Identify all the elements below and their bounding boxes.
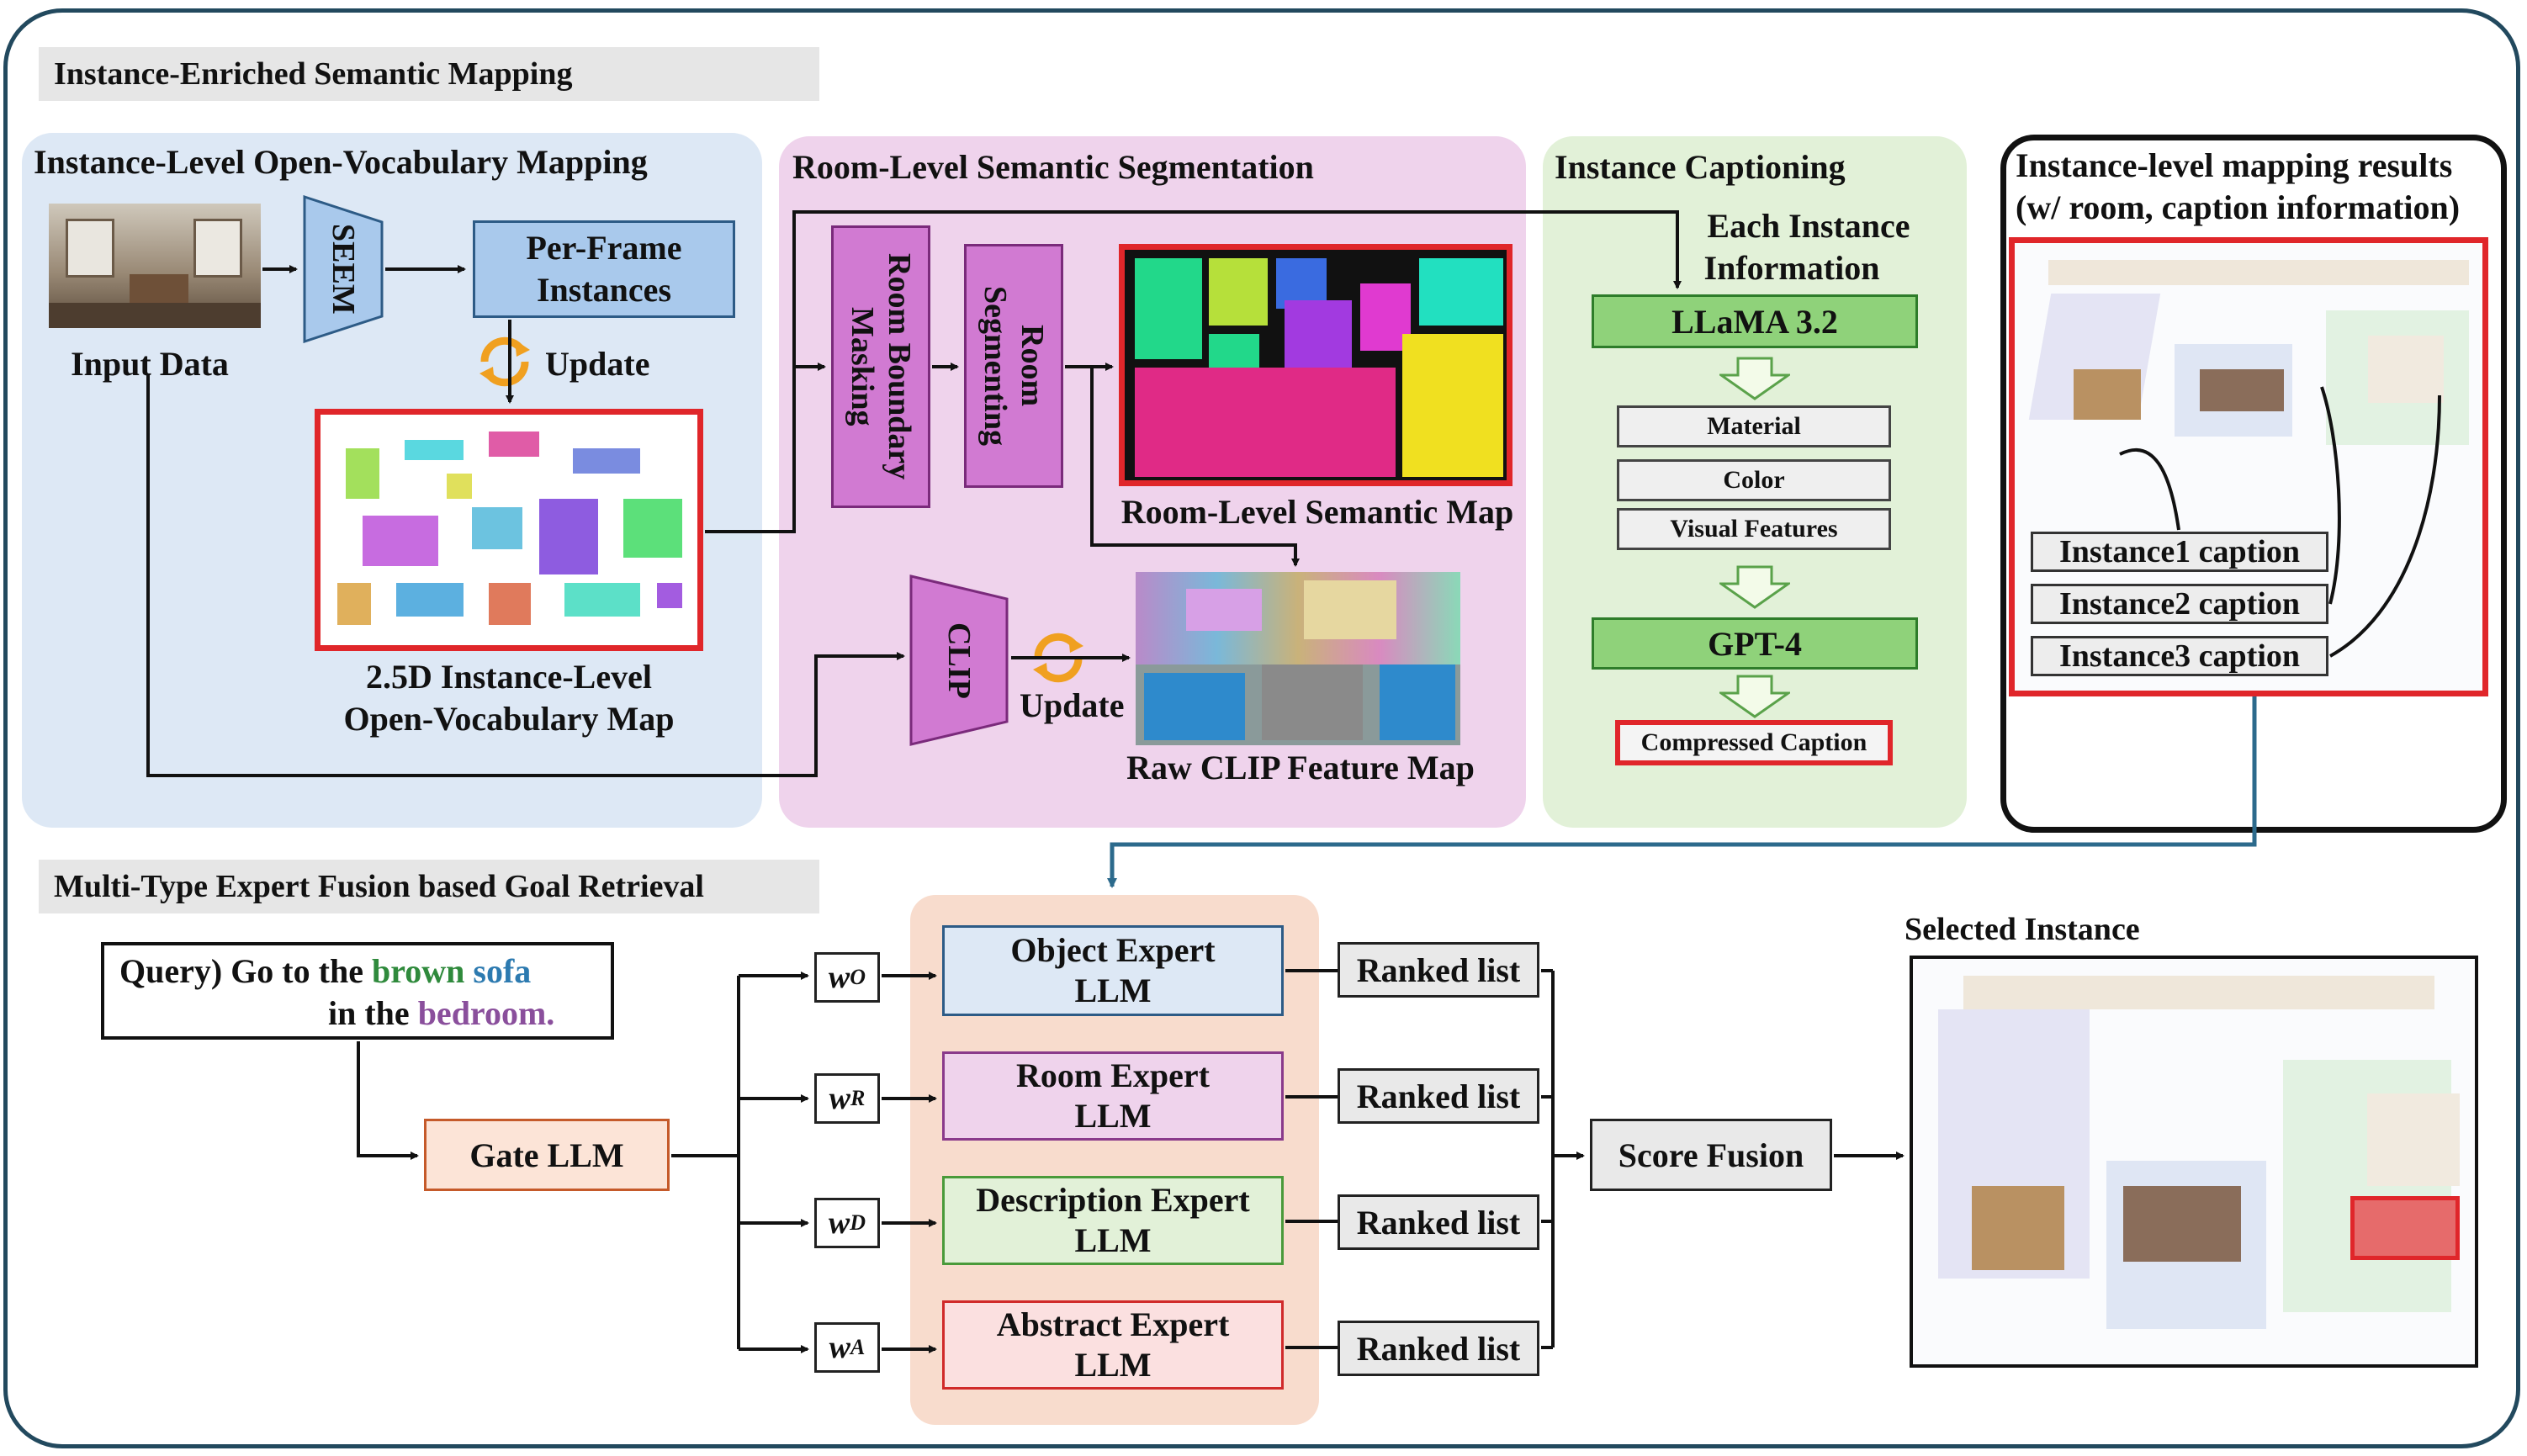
query-object-word: sofa xyxy=(473,952,532,990)
selected-instance-image xyxy=(1910,956,2478,1368)
ranked-list-abstract: Ranked list xyxy=(1338,1321,1539,1376)
raw-clip-map-image xyxy=(1136,572,1460,745)
abstract-expert-llm: LLM xyxy=(1074,1346,1152,1384)
visual-features-box: Visual Features xyxy=(1617,508,1891,550)
room-semantic-map-label: Room-Level Semantic Map xyxy=(1120,493,1514,531)
down-arrow-icon-3 xyxy=(1719,675,1790,718)
update-label-1: Update xyxy=(545,345,650,383)
per-frame-instances-box: Per-Frame Instances xyxy=(473,220,735,318)
section-header-retrieval: Multi-Type Expert Fusion based Goal Retr… xyxy=(39,860,819,913)
room-boundary-masking-box: Room Boundary Masking xyxy=(831,225,930,508)
query-in: in the xyxy=(328,994,418,1032)
abstract-expert-label: Abstract Expert xyxy=(996,1305,1230,1343)
ranked-list-room: Ranked list xyxy=(1338,1068,1539,1124)
mapping-results-title-1: Instance-level mapping results xyxy=(2016,146,2453,184)
instance-map-caption-1: 2.5D Instance-Level xyxy=(366,658,652,696)
query-box: Query) Go to the brown sofa in the bedro… xyxy=(101,942,614,1040)
compressed-caption-box: Compressed Caption xyxy=(1615,720,1893,765)
room-expert-label: Room Expert xyxy=(1016,1056,1210,1094)
object-expert-llm: LLM xyxy=(1074,972,1152,1009)
ranked-list-description: Ranked list xyxy=(1338,1194,1539,1250)
selected-instance-label: Selected Instance xyxy=(1905,912,2140,947)
instance-map-image xyxy=(315,409,703,651)
instance1-caption: Instance1 caption xyxy=(2031,532,2328,572)
raw-clip-map-label: Raw CLIP Feature Map xyxy=(1126,749,1475,786)
room-segmenting-box: Room Segmenting xyxy=(964,244,1063,488)
color-box: Color xyxy=(1617,459,1891,501)
gate-llm-box: Gate LLM xyxy=(424,1119,670,1191)
room-boundary-masking-label: Room Boundary Masking xyxy=(845,253,917,480)
ranked-list-object: Ranked list xyxy=(1338,942,1539,998)
instance2-caption: Instance2 caption xyxy=(2031,584,2328,624)
instance3-caption: Instance3 caption xyxy=(2031,636,2328,676)
score-fusion-box: Score Fusion xyxy=(1590,1119,1832,1191)
material-box: Material xyxy=(1617,405,1891,447)
room-expert-llm: LLM xyxy=(1074,1097,1152,1135)
description-expert-label: Description Expert xyxy=(976,1181,1250,1219)
panel-title-instance-captioning: Instance Captioning xyxy=(1555,148,1846,186)
each-instance-label-2: Information xyxy=(1703,249,1880,287)
clip-label: CLIP xyxy=(941,622,977,699)
query-room-word: bedroom. xyxy=(417,994,555,1032)
panel-title-room-segmentation: Room-Level Semantic Segmentation xyxy=(792,148,1314,186)
seem-encoder xyxy=(303,195,384,343)
update-label-2: Update xyxy=(1020,686,1125,724)
outer-frame xyxy=(3,8,2520,1448)
room-semantic-map-image xyxy=(1119,244,1512,486)
selected-sofa-highlight xyxy=(2350,1196,2460,1260)
down-arrow-icon-2 xyxy=(1719,565,1790,609)
panel-title-instance-mapping: Instance-Level Open-Vocabulary Mapping xyxy=(34,143,648,181)
query-color-word: brown xyxy=(371,952,465,990)
room-segmenting-label: Room Segmenting xyxy=(977,286,1050,446)
each-instance-label-1: Each Instance xyxy=(1707,207,1910,245)
input-data-image xyxy=(49,204,261,328)
instance-map-caption-2: Open-Vocabulary Map xyxy=(343,700,675,738)
object-expert-label: Object Expert xyxy=(1010,931,1216,969)
query-prefix: Query) Go to the xyxy=(119,952,372,990)
clip-encoder xyxy=(909,574,1009,746)
section-header-mapping: Instance-Enriched Semantic Mapping xyxy=(39,47,819,101)
description-expert-llm: LLM xyxy=(1074,1221,1152,1259)
gpt4-box: GPT-4 xyxy=(1592,617,1918,670)
seem-label: SEEM xyxy=(326,224,361,315)
mapping-results-title-2: (w/ room, caption information) xyxy=(2016,188,2461,226)
update-cycle-icon-2 xyxy=(1033,633,1083,683)
down-arrow-icon xyxy=(1719,357,1790,400)
llama-box: LLaMA 3.2 xyxy=(1592,294,1918,348)
